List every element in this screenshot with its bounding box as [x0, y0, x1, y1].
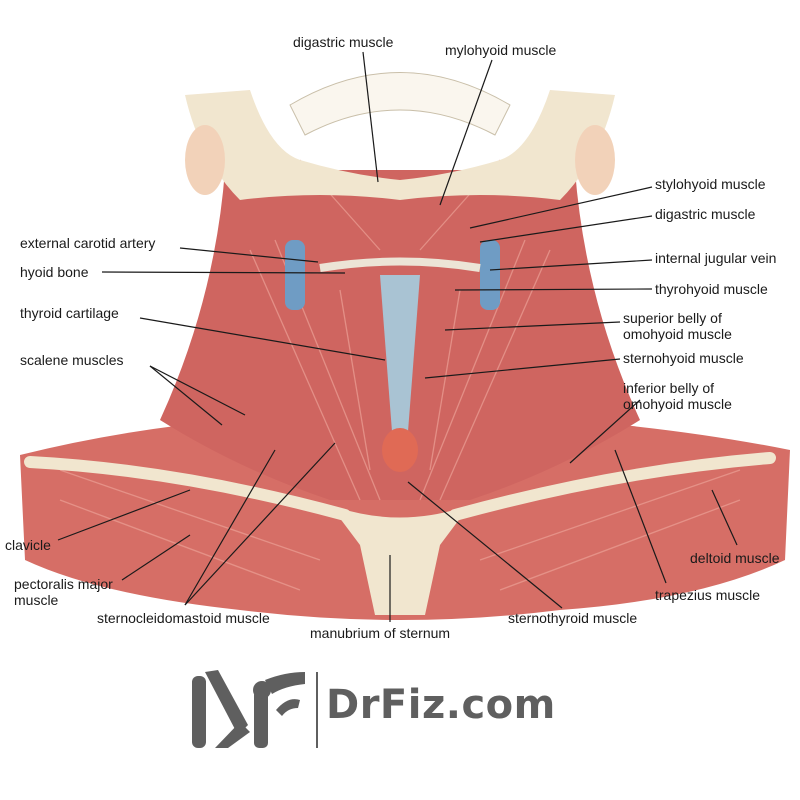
label-digastric-muscle-right: digastric muscle: [655, 206, 756, 222]
hyoid-bone: [319, 257, 481, 272]
label-thyroid-cartilage: thyroid cartilage: [20, 305, 119, 321]
teeth: [289, 72, 511, 136]
label-internal-jugular-vein: internal jugular vein: [655, 250, 776, 266]
label-clavicle: clavicle: [5, 537, 51, 553]
clavicle-left: [24, 456, 351, 521]
ear-right: [575, 125, 615, 195]
label-external-carotid-artery: external carotid artery: [20, 235, 155, 251]
internal-jugular-vein-right: [480, 240, 500, 310]
label-scalene-muscles: scalene muscles: [20, 352, 124, 368]
label-hyoid-bone: hyoid bone: [20, 264, 89, 280]
clavicle-right: [449, 452, 776, 521]
label-sternohyoid-muscle: sternohyoid muscle: [623, 350, 744, 366]
thyroid-gland: [382, 428, 418, 472]
manubrium: [330, 505, 470, 615]
label-thyrohyoid-muscle: thyrohyoid muscle: [655, 281, 768, 297]
label-deltoid-muscle: deltoid muscle: [690, 550, 780, 566]
label-stylohyoid-muscle: stylohyoid muscle: [655, 176, 766, 192]
drfiz-logo-icon: [192, 670, 318, 748]
drfiz-logo-text: DrFiz.com: [326, 682, 556, 728]
label-inferior-omohyoid-2: omohyoid muscle: [623, 396, 732, 412]
label-manubrium-of-sternum: manubrium of sternum: [310, 625, 450, 641]
mandible: [185, 90, 615, 200]
label-superior-omohyoid-2: omohyoid muscle: [623, 326, 732, 342]
label-superior-omohyoid: superior belly of: [623, 310, 722, 326]
label-pectoralis-major: pectoralis major: [14, 576, 113, 592]
label-trapezius-muscle: trapezius muscle: [655, 587, 760, 603]
ear-left: [185, 125, 225, 195]
label-pectoralis-major-2: muscle: [14, 592, 59, 608]
leader-lines: [57, 51, 738, 622]
trachea: [380, 275, 420, 470]
label-inferior-omohyoid: inferior belly of: [623, 380, 714, 396]
label-sternocleidomastoid-muscle: sternocleidomastoid muscle: [97, 610, 270, 626]
label-sternothyroid-muscle: sternothyroid muscle: [508, 610, 637, 626]
internal-jugular-vein-left: [285, 240, 305, 310]
label-mylohyoid-muscle: mylohyoid muscle: [445, 42, 556, 58]
label-digastric-muscle-top: digastric muscle: [293, 34, 394, 50]
